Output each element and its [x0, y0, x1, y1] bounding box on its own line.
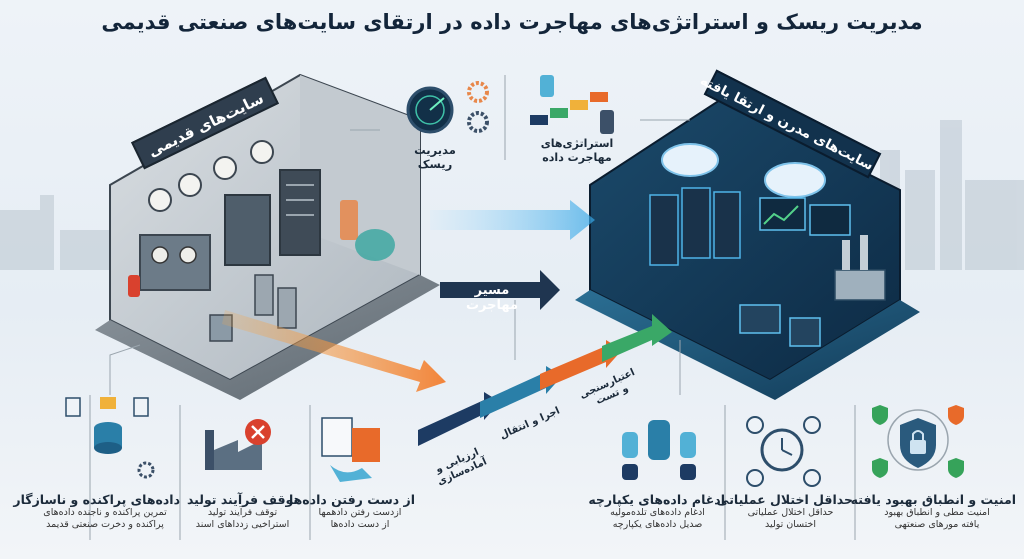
step-complete: [602, 314, 672, 362]
bottom-item-scattered-data: داده‌های پراکنده و ناسازگار تمرین پراکند…: [13, 492, 180, 530]
gear-icon: [467, 81, 489, 133]
security-shield-lock-icon: [872, 405, 964, 478]
bottom-item-minimal-disruption: حداقل اختلال عملیاتی حداقل اختلال عملیات…: [716, 492, 853, 530]
bottom-item-production-stop: توقف فرآیند تولید توقف فرآیند تولید استر…: [186, 492, 299, 530]
staircase-strategy-icon: [530, 75, 614, 134]
migration-path-label: مسیر مهاجرت: [465, 283, 519, 313]
bottom-connectors: [89, 300, 856, 540]
bottom-item-data-loss: از دست رفتن داده‌ها ازدست رفتن دادهمها ا…: [288, 492, 415, 530]
data-flow-arrow: [430, 200, 595, 240]
step-validation: [540, 340, 622, 390]
modern-site-room: [575, 98, 920, 400]
radar-icon: [406, 86, 454, 134]
migration-strategy-label: استراتژی‌های مهاجرت داده: [540, 137, 614, 164]
migration-path-arrow: [440, 270, 560, 310]
risk-management-label: مدیریت ریسک: [414, 143, 456, 171]
step-assessment: [418, 392, 500, 446]
page-title: مدیریت ریسک و استراتژی‌های مهاجرت داده د…: [101, 10, 923, 34]
step-arrows: [418, 314, 672, 446]
data-loss-icon: [321, 417, 380, 482]
legacy-site-room: [95, 73, 440, 400]
migration-glow-arrow: [222, 310, 446, 392]
database-integration-icon: [622, 420, 696, 480]
clock-cycle-icon: [746, 416, 821, 487]
scattered-data-icon: [65, 397, 155, 479]
factory-stop-icon: [205, 419, 271, 470]
bottom-item-data-integration: ادغام داده‌های یکپارچه ادغام داده‌های تل…: [588, 492, 725, 530]
bottom-item-security-compliance: امنیت و انطباق بهبود یافته امنیت مطی و ا…: [850, 492, 1016, 530]
